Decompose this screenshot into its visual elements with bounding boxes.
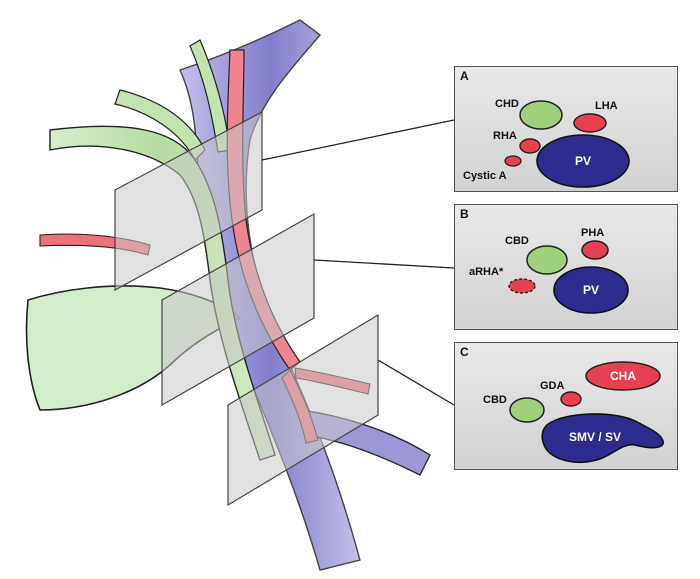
pha-shape: [581, 240, 609, 260]
cha-shape-c: [585, 361, 661, 391]
rha-shape: [519, 138, 541, 154]
cha-label: CHA: [610, 369, 636, 383]
smv-sv-shape: [541, 413, 664, 463]
gda-shape-c: [560, 391, 582, 407]
cbd-label-c: CBD: [483, 394, 507, 406]
rha-label: RHA: [493, 130, 517, 142]
pv-shape-b: [553, 266, 629, 314]
panel-a-letter: A: [460, 69, 469, 83]
connector-line-c: [377, 359, 455, 406]
smv-sv-label: SMV / SV: [569, 430, 621, 444]
panel-b: B CBD PHA aRHA* PV: [454, 204, 678, 330]
cbd-shape-c: [509, 397, 545, 423]
pv-label-b: PV: [583, 283, 599, 297]
lha-label: LHA: [595, 100, 618, 112]
pha-label: PHA: [581, 227, 604, 239]
chd-label: CHD: [495, 98, 519, 110]
pv-label-a: PV: [575, 154, 591, 168]
chd-shape: [519, 100, 563, 130]
arha-label: aRHA*: [469, 266, 504, 278]
connector-line-a: [261, 119, 455, 161]
panel-b-drawing: CBD PHA aRHA* PV: [469, 227, 629, 314]
gda-label: GDA: [540, 380, 565, 392]
lha-shape: [573, 113, 607, 133]
arha-shape: [508, 278, 536, 294]
cystic-a-label: Cystic A: [463, 170, 507, 182]
panel-a: A CHD LHA RHA Cystic A PV: [454, 66, 678, 192]
panel-a-drawing: CHD LHA RHA Cystic A PV: [463, 98, 630, 188]
panel-b-letter: B: [460, 207, 469, 221]
connector-line-b: [313, 259, 455, 269]
panel-c-letter: C: [460, 345, 469, 359]
panel-c-drawing: CBD GDA CHA SMV / SV: [483, 361, 664, 463]
cbd-shape-b: [526, 245, 568, 275]
section-plane-b: [161, 212, 315, 407]
cystic-a-shape: [504, 155, 522, 167]
section-plane-a: [114, 111, 263, 292]
panel-c: C CBD GDA CHA SMV / SV: [454, 342, 678, 470]
pv-shape-a: [536, 134, 630, 188]
section-plane-c: [227, 313, 379, 507]
cbd-label-b: CBD: [505, 235, 529, 247]
